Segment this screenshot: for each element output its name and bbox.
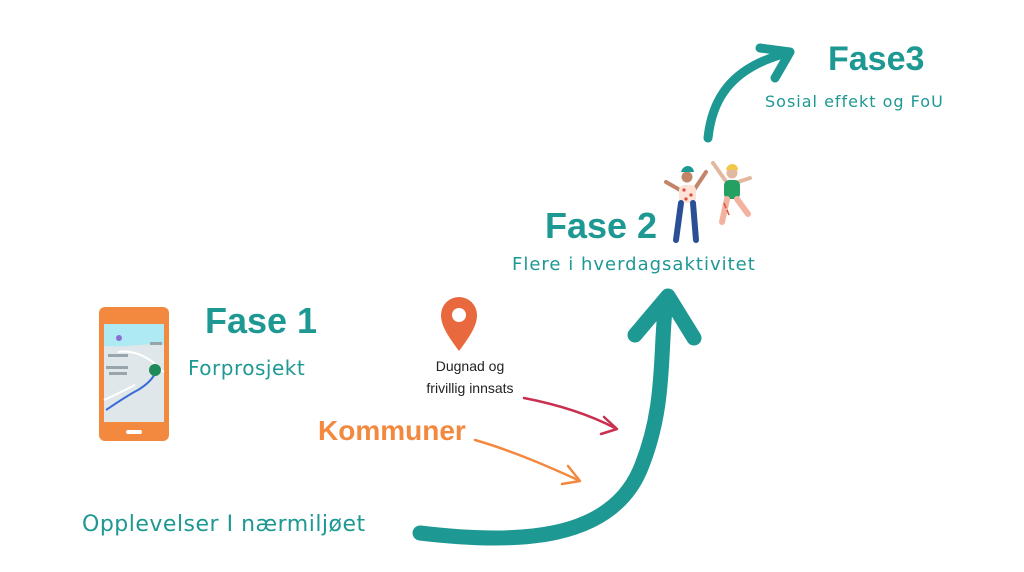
dugnad-arrow <box>522 396 619 436</box>
kommuner-label: Kommuner <box>318 415 466 446</box>
person-left <box>664 166 708 243</box>
kommuner-arrow <box>473 438 582 486</box>
opplevelser-label: Opplevelser I nærmiljøet <box>82 512 366 537</box>
phase1-subtitle: Forprosjekt <box>188 356 306 380</box>
celebrating-people-illustration <box>664 161 752 243</box>
location-pin-icon <box>441 297 477 351</box>
dugnad-label: Dugnad og frivillig innsats <box>400 355 540 399</box>
phase3-arrow <box>703 43 795 143</box>
main-growth-arrow <box>412 288 702 546</box>
person-right <box>711 161 752 225</box>
phone-map-icon <box>99 307 169 441</box>
phase3-subtitle: Sosial effekt og FoU <box>765 92 944 111</box>
dugnad-label-line2: frivillig innsats <box>426 380 514 396</box>
phase1-title: Fase 1 <box>205 300 318 341</box>
phase3-title: Fase3 <box>828 40 925 78</box>
phase2-title: Fase 2 <box>545 205 658 246</box>
phase2-subtitle: Flere i hverdagsaktivitet <box>512 254 756 275</box>
dugnad-label-line1: Dugnad og <box>435 358 505 374</box>
